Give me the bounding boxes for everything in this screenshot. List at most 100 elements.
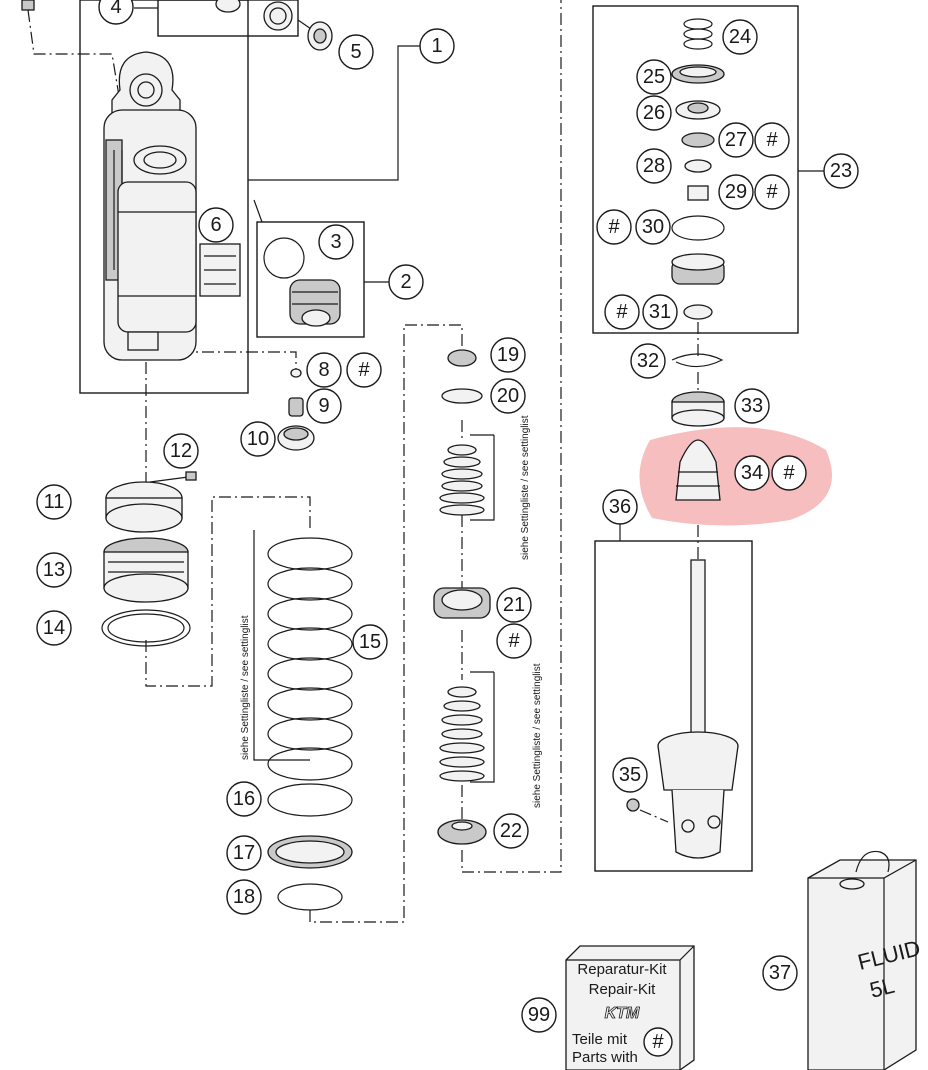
callout-29-label: 29 xyxy=(725,181,747,203)
callout-11: 11 xyxy=(36,484,72,520)
callout-1-label: 1 xyxy=(431,35,442,57)
callout-5: 5 xyxy=(338,34,374,70)
callout-2: 2 xyxy=(388,264,424,300)
callout-4-label: 4 xyxy=(110,0,121,18)
small-hardware-top xyxy=(21,0,333,51)
callout-23: 23 xyxy=(823,153,859,189)
callout-27: 27 xyxy=(718,122,754,158)
callout-33-label: 33 xyxy=(741,395,763,417)
callout-3-label: 3 xyxy=(330,231,341,253)
callout-19: 19 xyxy=(490,337,526,373)
callout-2-label: 2 xyxy=(400,271,411,293)
kit-marker-6-label: # xyxy=(508,630,520,652)
callout-14: 14 xyxy=(36,610,72,646)
callout-29: 29 xyxy=(718,174,754,210)
kit-marker-3-label: # xyxy=(608,216,620,238)
callout-22: 22 xyxy=(493,813,529,849)
callout-1: 1 xyxy=(419,28,455,64)
callout-13-label: 13 xyxy=(43,559,65,581)
callout-5-label: 5 xyxy=(350,41,361,63)
kit-marker-5-label: # xyxy=(358,359,370,381)
callout-36: 36 xyxy=(602,489,638,525)
callout-22-label: 22 xyxy=(500,820,522,842)
callout-30-label: 30 xyxy=(642,216,664,238)
repair-kit-line3: Teile mit xyxy=(572,1031,628,1048)
callout-17-label: 17 xyxy=(233,842,255,864)
kit-marker-7-label: # xyxy=(783,462,795,484)
callout-28-label: 28 xyxy=(643,155,665,177)
callout-37-label: 37 xyxy=(769,962,791,984)
callout-99: 99 xyxy=(521,997,557,1033)
valve-group xyxy=(253,199,341,327)
callout-34: 34 xyxy=(734,455,770,491)
callout-9-label: 9 xyxy=(318,395,329,417)
repair-kit-line1: Reparatur-Kit xyxy=(577,961,667,978)
callout-16: 16 xyxy=(226,781,262,817)
callout-6: 6 xyxy=(198,207,234,243)
piston-rod-assembly xyxy=(626,559,739,859)
callout-99-label: 99 xyxy=(528,1004,550,1026)
callout-25-label: 25 xyxy=(643,66,665,88)
callout-35-label: 35 xyxy=(619,764,641,786)
assembly-frames xyxy=(79,0,824,872)
callout-18: 18 xyxy=(226,879,262,915)
callout-36-label: 36 xyxy=(609,496,631,518)
repair-kit-line2: Repair-Kit xyxy=(589,981,657,998)
callout-10-label: 10 xyxy=(247,428,269,450)
callout-8-label: 8 xyxy=(318,359,329,381)
setting-note-shims-upper: siehe Settingliste / see settinglist xyxy=(520,415,531,560)
callout-21: 21 xyxy=(496,587,532,623)
callout-27-label: 27 xyxy=(725,129,747,151)
preload-adjuster-parts xyxy=(101,471,197,647)
callout-20-label: 20 xyxy=(497,385,519,407)
callout-31: 31 xyxy=(642,294,678,330)
callout-21-label: 21 xyxy=(503,594,525,616)
callout-9: 9 xyxy=(306,388,342,424)
callout-26: 26 xyxy=(636,95,672,131)
setting-note-shims-lower: siehe Settingliste / see settinglist xyxy=(532,663,543,808)
callout-33: 33 xyxy=(734,388,770,424)
ktm-logo: KTM xyxy=(605,1005,640,1022)
callout-8: 8 xyxy=(306,352,342,388)
callout-10: 10 xyxy=(240,421,276,457)
callout-26-label: 26 xyxy=(643,102,665,124)
kit-marker-box: # xyxy=(652,1031,664,1053)
shock-absorber-body xyxy=(103,51,241,361)
kit-marker-4-label: # xyxy=(616,301,628,323)
callout-19-label: 19 xyxy=(497,344,519,366)
kit-marker-4: # xyxy=(604,294,640,330)
fluid-label-line2: 5L xyxy=(867,973,897,1003)
callout-layer: 1234568910111213141516171819202122232425… xyxy=(36,0,859,1033)
callout-16-label: 16 xyxy=(233,788,255,810)
callout-20: 20 xyxy=(490,378,526,414)
callout-23-label: 23 xyxy=(830,160,852,182)
kit-marker-7: # xyxy=(771,455,807,491)
kit-marker-2: # xyxy=(754,174,790,210)
callout-12: 12 xyxy=(163,433,199,469)
coil-spring xyxy=(267,537,353,911)
callout-14-label: 14 xyxy=(43,617,65,639)
callout-37: 37 xyxy=(762,955,798,991)
callout-13: 13 xyxy=(36,552,72,588)
callout-30: 30 xyxy=(635,209,671,245)
callout-6-label: 6 xyxy=(210,214,221,236)
fluid-can: FLUID 5L xyxy=(807,850,923,1070)
kit-marker-3: # xyxy=(596,209,632,245)
seal-head-parts xyxy=(671,18,725,427)
callout-17: 17 xyxy=(226,835,262,871)
callout-18-label: 18 xyxy=(233,886,255,908)
kit-marker-6: # xyxy=(496,623,532,659)
callout-25: 25 xyxy=(636,59,672,95)
callout-32-label: 32 xyxy=(637,350,659,372)
callout-15: 15 xyxy=(352,624,388,660)
callout-15-label: 15 xyxy=(359,631,381,653)
callout-11-label: 11 xyxy=(44,491,65,513)
callout-24: 24 xyxy=(722,19,758,55)
callout-3: 3 xyxy=(318,224,354,260)
kit-marker-2-label: # xyxy=(766,181,778,203)
callout-31-label: 31 xyxy=(649,301,671,323)
callout-34-label: 34 xyxy=(741,462,763,484)
callout-35: 35 xyxy=(612,757,648,793)
shim-stacks xyxy=(433,349,491,845)
callout-4: 4 xyxy=(98,0,134,25)
